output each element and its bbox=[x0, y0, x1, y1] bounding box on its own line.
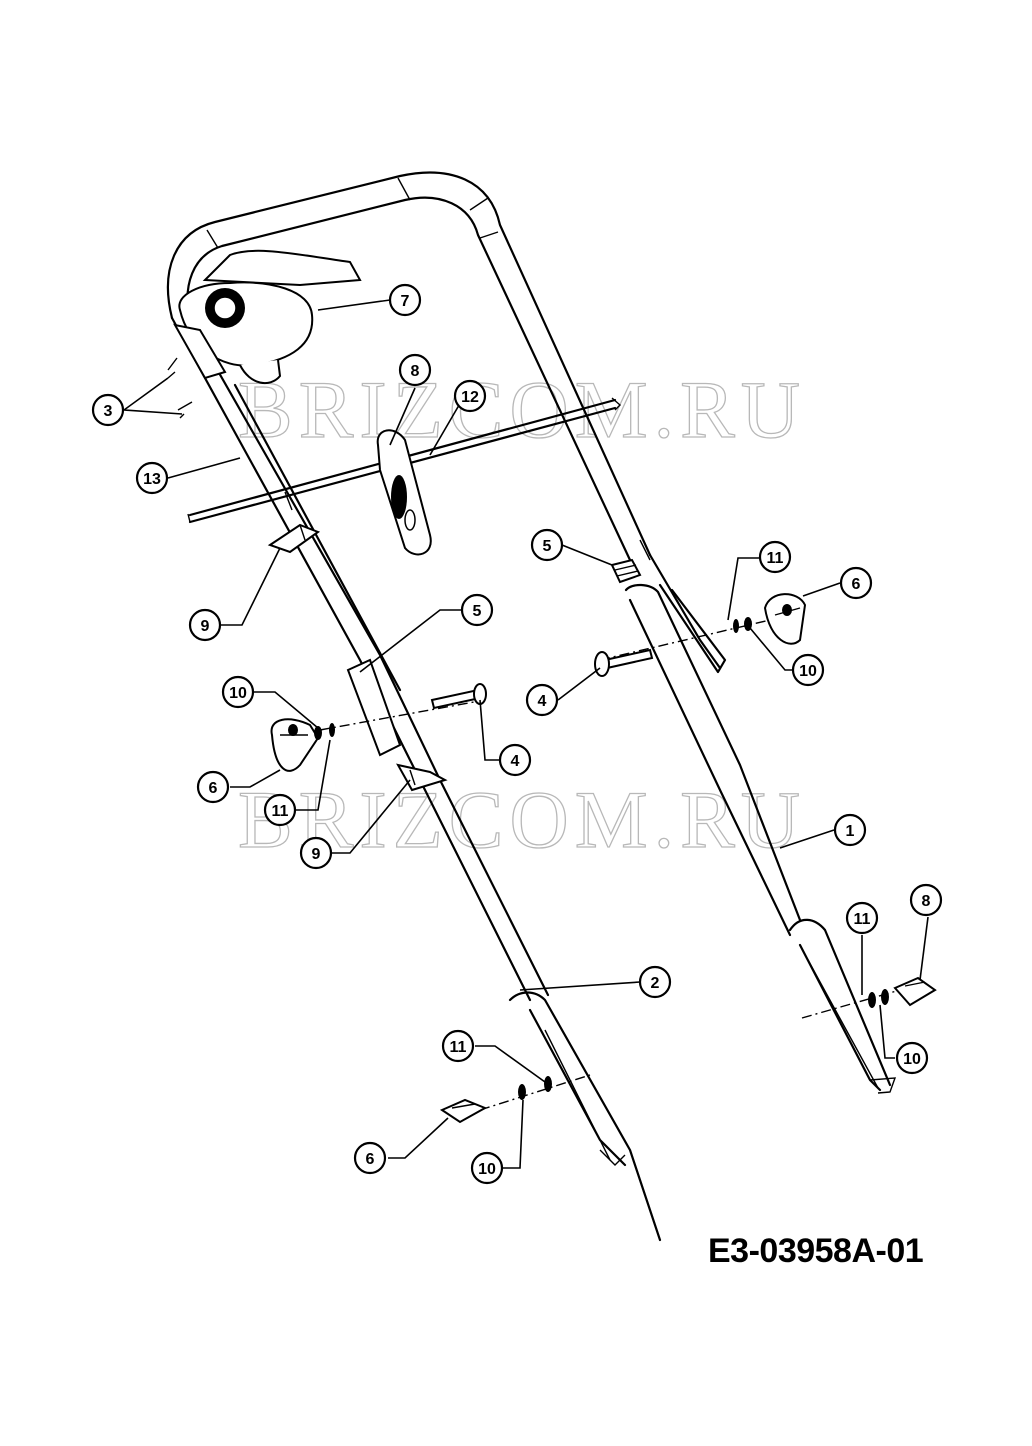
bolt-4-right bbox=[594, 648, 654, 677]
callout-10-lower-left: 10 bbox=[470, 1151, 504, 1185]
plug-5-right bbox=[610, 558, 642, 584]
callout-10-lower-left-label: 10 bbox=[478, 1161, 496, 1178]
knob-6-left bbox=[270, 718, 320, 772]
callout-5-right: 5 bbox=[530, 528, 564, 562]
callout-10-right: 10 bbox=[791, 653, 825, 687]
drawing-code: E3-03958A-01 bbox=[708, 1232, 924, 1270]
knob-6-right bbox=[763, 593, 807, 645]
callout-8-bottom-label: 8 bbox=[922, 893, 931, 910]
callout-6-lower-left-label: 6 bbox=[366, 1151, 375, 1168]
callout-9-top: 9 bbox=[188, 608, 222, 642]
callout-10-left-label: 10 bbox=[229, 685, 247, 702]
callout-5-right-label: 5 bbox=[543, 538, 552, 555]
callout-9-bottom-label: 9 bbox=[312, 846, 321, 863]
callout-3: 3 bbox=[91, 393, 125, 427]
callout-10-lower-right-label: 10 bbox=[903, 1051, 921, 1068]
callout-9-bottom: 9 bbox=[299, 836, 333, 870]
callout-10-lower-right: 10 bbox=[895, 1041, 929, 1075]
callout-5-left-label: 5 bbox=[473, 603, 482, 620]
callout-6-lower-left: 6 bbox=[353, 1141, 387, 1175]
callout-13-label: 13 bbox=[143, 471, 161, 488]
callout-4-left-label: 4 bbox=[511, 753, 520, 770]
callout-4-right: 4 bbox=[525, 683, 559, 717]
callout-6-left: 6 bbox=[196, 770, 230, 804]
callout-7: 7 bbox=[388, 283, 422, 317]
callout-3-label: 3 bbox=[104, 403, 113, 420]
leader-lines bbox=[123, 299, 929, 1169]
callout-8-top: 8 bbox=[398, 353, 432, 387]
callout-9-top-label: 9 bbox=[201, 618, 210, 635]
cable-guide-top bbox=[376, 429, 432, 556]
callout-1-label: 1 bbox=[846, 823, 855, 840]
bolts-3 bbox=[167, 357, 193, 419]
knob-6-lower-right bbox=[893, 976, 937, 1007]
callout-6-right: 6 bbox=[839, 566, 873, 600]
callout-6-right-label: 6 bbox=[852, 576, 861, 593]
callout-6-left-label: 6 bbox=[209, 780, 218, 797]
callout-4-left: 4 bbox=[498, 743, 532, 777]
callout-4-right-label: 4 bbox=[538, 693, 547, 710]
callout-12-label: 12 bbox=[461, 389, 479, 406]
callout-11-left-label: 11 bbox=[272, 803, 289, 820]
callout-11-lower-right: 11 bbox=[845, 901, 879, 935]
callout-11-lower-right-label: 11 bbox=[854, 911, 871, 928]
watermark-top: BRIZCOM.RU bbox=[238, 364, 806, 455]
clip-9-bottom bbox=[396, 763, 448, 792]
callout-11-right-label: 11 bbox=[767, 550, 784, 567]
control-lever bbox=[173, 249, 362, 385]
washers bbox=[314, 617, 889, 1100]
lower-handle bbox=[624, 583, 897, 1094]
callout-11-left: 11 bbox=[263, 793, 297, 827]
callout-8-bottom: 8 bbox=[909, 883, 943, 917]
bolt-4-left bbox=[430, 683, 487, 710]
callout-7-label: 7 bbox=[401, 293, 410, 310]
callout-11-lower-left-label: 11 bbox=[450, 1039, 467, 1056]
callout-10-left: 10 bbox=[221, 675, 255, 709]
upper-handle bbox=[166, 171, 727, 674]
callout-11-lower-left: 11 bbox=[441, 1029, 475, 1063]
clip-9-top bbox=[267, 523, 321, 554]
axis-left bbox=[319, 699, 486, 731]
callout-12: 12 bbox=[453, 379, 487, 413]
callout-2-label: 2 bbox=[651, 975, 660, 992]
knob-6-lower-left bbox=[439, 1098, 488, 1124]
callout-11-right: 11 bbox=[758, 540, 792, 574]
callout-2: 2 bbox=[638, 965, 672, 999]
callout-10-right-label: 10 bbox=[799, 663, 817, 680]
callout-13: 13 bbox=[135, 461, 169, 495]
axis-right bbox=[599, 619, 771, 661]
callout-8-top-label: 8 bbox=[411, 363, 420, 380]
callout-5-left: 5 bbox=[460, 593, 494, 627]
spacer-5-left bbox=[346, 658, 402, 757]
callout-1: 1 bbox=[833, 813, 867, 847]
